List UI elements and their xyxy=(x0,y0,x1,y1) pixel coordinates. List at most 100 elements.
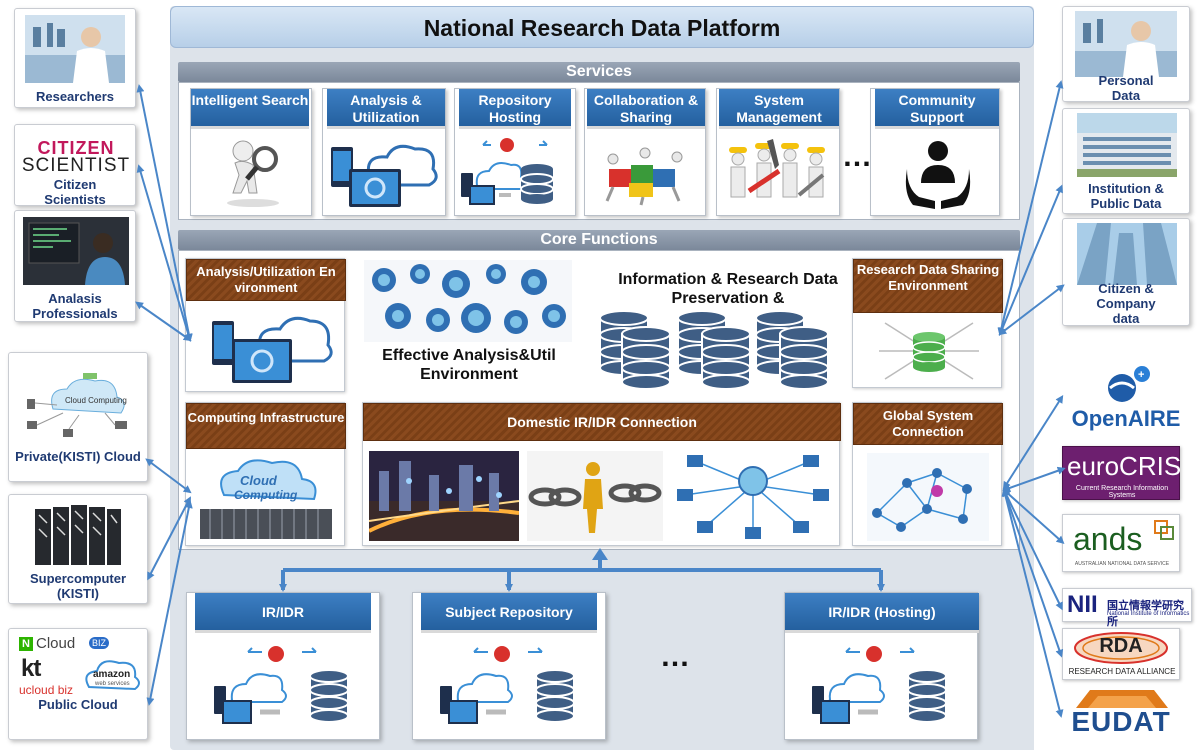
eurocris-text: euroCRIS xyxy=(1067,451,1182,481)
service-label: Collaboration & Sharing xyxy=(587,89,705,129)
chain-figure-image xyxy=(527,451,663,541)
nii-jp-text: 国立情報学研究所 xyxy=(1107,600,1184,628)
ands-squares-icon xyxy=(1154,520,1174,540)
citizen-scientists-card[interactable]: CITIZEN SCIENTIST Citizen Scientists xyxy=(14,124,136,207)
public-cloud-label: Public Cloud xyxy=(38,697,118,712)
citizen-scientists-label: Citizen Scientists xyxy=(44,177,106,207)
ncloud-text: Cloud xyxy=(36,635,76,652)
rda-sub-text: RESEARCH DATA ALLIANCE xyxy=(1068,667,1176,676)
institution-building-photo xyxy=(1077,113,1177,177)
puzzle-team-icon xyxy=(605,147,683,206)
eurocris-logo[interactable]: euroCRIS Current Research Information Sy… xyxy=(1062,446,1182,500)
personal-data-card[interactable]: Personal Data xyxy=(1062,6,1190,103)
effective-analysis-text: Effective Analysis&Util Environment xyxy=(382,347,556,383)
professional-photo xyxy=(23,217,129,285)
rda-logo[interactable]: RDA RESEARCH DATA ALLIANCE xyxy=(1062,628,1180,680)
supercomputer-label: Supercomputer (KISTI) xyxy=(29,571,127,601)
amazon-sub-text: web services xyxy=(95,681,130,687)
core-label: Analysis/Utilization Environment xyxy=(186,259,346,301)
platform-title: National Research Data Platform xyxy=(170,6,1034,48)
researchers-label: Researchers xyxy=(35,89,115,104)
repo-label: IR/IDR (Hosting) xyxy=(785,593,979,633)
network-computers-image xyxy=(675,451,831,541)
cloud-diagram-text: Cloud Computing xyxy=(65,396,127,405)
domestic-ir-idr-connection[interactable]: Domestic IR/IDR Connection xyxy=(362,402,841,546)
eudat-logo[interactable]: EUDAT xyxy=(1062,686,1180,742)
city-network-image xyxy=(369,451,519,541)
analysis-utilization-environment[interactable]: Analysis/Utilization Environment xyxy=(185,258,346,392)
openaire-logo[interactable]: + OpenAIRE xyxy=(1056,358,1190,438)
svg-text:Computing: Computing xyxy=(234,488,298,502)
research-data-sharing-environment[interactable]: Research Data Sharing Environment xyxy=(852,258,1003,388)
eudat-text: EUDAT xyxy=(1071,706,1171,737)
shared-database-icon xyxy=(879,322,979,380)
community-hands-icon xyxy=(905,141,971,209)
researcher-photo xyxy=(25,15,125,83)
amazon-cloud-icon xyxy=(85,660,140,691)
personal-data-label: Personal Data xyxy=(1098,73,1154,103)
database-stack-icon xyxy=(599,310,829,390)
cloud-diagram-icon: Cloud Computing xyxy=(27,373,127,437)
repo-ir-idr-hosting[interactable]: IR/IDR (Hosting) xyxy=(784,592,979,740)
global-system-connection[interactable]: Global System Connection xyxy=(852,402,1003,546)
service-community-support[interactable]: Community Support xyxy=(870,88,1000,216)
nii-text: NII xyxy=(1067,591,1098,618)
gears-cluster-icon xyxy=(364,260,572,342)
repository-hosting-icon xyxy=(214,646,349,724)
services-ellipsis: … xyxy=(842,140,874,173)
ncloud-badge: BIZ xyxy=(89,637,110,649)
private-cloud-label: Private(KISTI) Cloud xyxy=(15,449,141,464)
openaire-emblem-icon: + xyxy=(1108,366,1150,402)
repository-hosting-icon xyxy=(812,646,947,724)
naver-logo-icon: N xyxy=(19,637,33,651)
core-label: Research Data Sharing Environment xyxy=(853,259,1003,313)
public-cloud-card[interactable]: N Cloud BIZ kt ucloud biz amazon web ser… xyxy=(8,628,148,740)
service-repository-hosting[interactable]: Repository Hosting xyxy=(454,88,576,216)
skyscrapers-photo xyxy=(1077,223,1177,285)
service-label: Analysis & Utilization xyxy=(327,89,445,129)
supercomputer-racks-icon xyxy=(35,505,121,565)
core-label: Global System Connection xyxy=(853,403,1003,445)
magnifier-figure-icon xyxy=(227,140,279,207)
service-analysis-utilization[interactable]: Analysis & Utilization xyxy=(322,88,446,216)
analysis-professionals-card[interactable]: Analasis Professionals xyxy=(14,210,136,322)
core-label: Computing Infrastructure xyxy=(186,403,346,449)
information-preservation-text: Information & Research Data Preservation… xyxy=(618,271,838,307)
citizen-logo-bottom: SCIENTIST xyxy=(21,155,131,176)
nii-logo[interactable]: NII 国立情報学研究所 National Institute of Infor… xyxy=(1062,588,1192,628)
institution-data-label: Institution & Public Data xyxy=(1088,181,1164,211)
citizen-company-data-label: Citizen & Company data xyxy=(1096,281,1156,326)
private-cloud-card[interactable]: Cloud Computing Private(KISTI) Cloud xyxy=(8,352,148,482)
service-system-management[interactable]: System Management xyxy=(716,88,840,216)
service-label: System Management xyxy=(719,89,839,129)
ands-logo[interactable]: ands AUSTRALIAN NATIONAL DATA SERVICE xyxy=(1062,514,1180,572)
devices-cloud-icon xyxy=(212,316,333,383)
nii-en-text: National Institute of Informatics xyxy=(1107,611,1190,617)
svg-text:+: + xyxy=(1138,369,1144,381)
service-intelligent-search[interactable]: Intelligent Search xyxy=(190,88,312,216)
rda-text: RDA xyxy=(1099,635,1143,657)
supercomputer-card[interactable]: Supercomputer (KISTI) xyxy=(8,494,148,604)
repo-label: Subject Repository xyxy=(421,593,597,633)
service-collaboration-sharing[interactable]: Collaboration & Sharing xyxy=(584,88,706,216)
computing-infrastructure[interactable]: Computing Infrastructure Cloud Computing xyxy=(185,402,346,546)
service-label: Intelligent Search xyxy=(191,89,309,129)
workers-tools-icon xyxy=(729,139,825,198)
citizen-company-data-card[interactable]: Citizen & Company data xyxy=(1062,218,1190,326)
global-network-icon xyxy=(867,453,989,541)
kt-logo: kt xyxy=(21,655,41,682)
researchers-card[interactable]: Researchers xyxy=(14,8,136,108)
repo-ir-idr[interactable]: IR/IDR xyxy=(186,592,380,740)
personal-photo xyxy=(1075,11,1177,77)
service-label: Community Support xyxy=(875,89,999,129)
eudat-arc-icon xyxy=(1076,690,1168,708)
analysis-professionals-label: Analasis Professionals xyxy=(32,291,118,321)
rda-emblem-icon xyxy=(1074,632,1168,664)
amazon-text: amazon xyxy=(93,669,131,680)
repos-ellipsis: … xyxy=(660,640,692,673)
institution-data-card[interactable]: Institution & Public Data xyxy=(1062,108,1190,214)
repository-hosting-icon xyxy=(440,646,575,724)
ands-sub-text: AUSTRALIAN NATIONAL DATA SERVICE xyxy=(1074,561,1170,567)
services-header: Services xyxy=(178,62,1020,82)
devices-cloud-icon xyxy=(331,144,438,207)
